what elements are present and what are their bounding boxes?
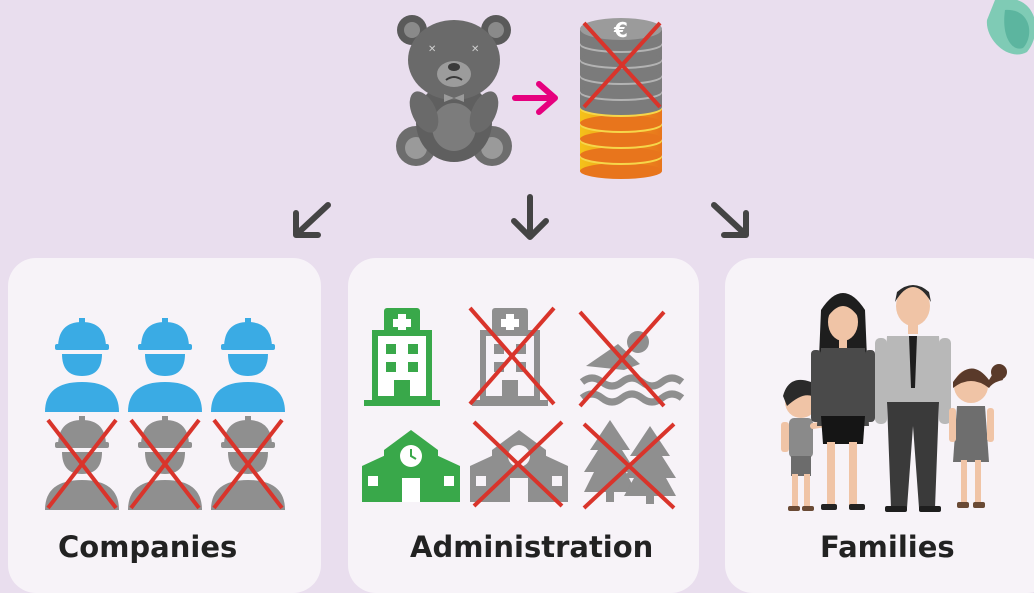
- worker-crossed-icon: [128, 416, 202, 510]
- girl-figure: [949, 364, 1007, 508]
- forest-crossed-icon: [582, 420, 676, 510]
- arrow-down-right-icon: [711, 202, 749, 238]
- families-panel: Families: [725, 258, 1034, 593]
- coin-edge: [580, 67, 662, 83]
- svg-text:✕: ✕: [428, 44, 436, 55]
- hospital-crossed-icon: [468, 306, 556, 406]
- sad-teddy-bear-icon: ✕ ✕: [396, 15, 512, 166]
- worker-crossed-icon: [211, 416, 285, 510]
- family-illustration: [781, 285, 1007, 512]
- pink-arrow-right-icon: [512, 81, 558, 115]
- hospital-icon: [364, 308, 440, 406]
- administration-label: Administration: [410, 530, 654, 564]
- companies-panel: Companies: [8, 258, 321, 593]
- currency-symbol: €: [613, 18, 628, 42]
- euro-coin-stack-icon: €: [580, 18, 662, 179]
- worker-icon: [128, 318, 202, 412]
- workers-grid: [45, 318, 285, 510]
- woman-figure: [811, 293, 875, 510]
- coin-edge: [580, 51, 662, 67]
- coin-edge: [580, 99, 662, 115]
- worker-icon: [211, 318, 285, 412]
- administration-panel: Administration: [348, 258, 699, 593]
- leaf-logo-icon: [986, 0, 1034, 55]
- school-icon: [362, 430, 460, 502]
- swimming-crossed-icon: [578, 310, 685, 408]
- worker-crossed-icon: [45, 416, 119, 510]
- companies-label: Companies: [58, 530, 238, 564]
- man-figure: [875, 285, 951, 512]
- coin-edge: [580, 163, 662, 179]
- svg-text:✕: ✕: [471, 44, 479, 55]
- coin-edge: [580, 131, 662, 147]
- worker-icon: [45, 318, 119, 412]
- coin-edge: [580, 147, 662, 163]
- arrow-down-icon: [511, 194, 549, 240]
- families-label: Families: [820, 530, 955, 564]
- arrow-down-left-icon: [293, 202, 331, 238]
- admin-icons-grid: [362, 306, 685, 510]
- coin-edge: [580, 115, 662, 131]
- school-crossed-icon: [470, 420, 568, 508]
